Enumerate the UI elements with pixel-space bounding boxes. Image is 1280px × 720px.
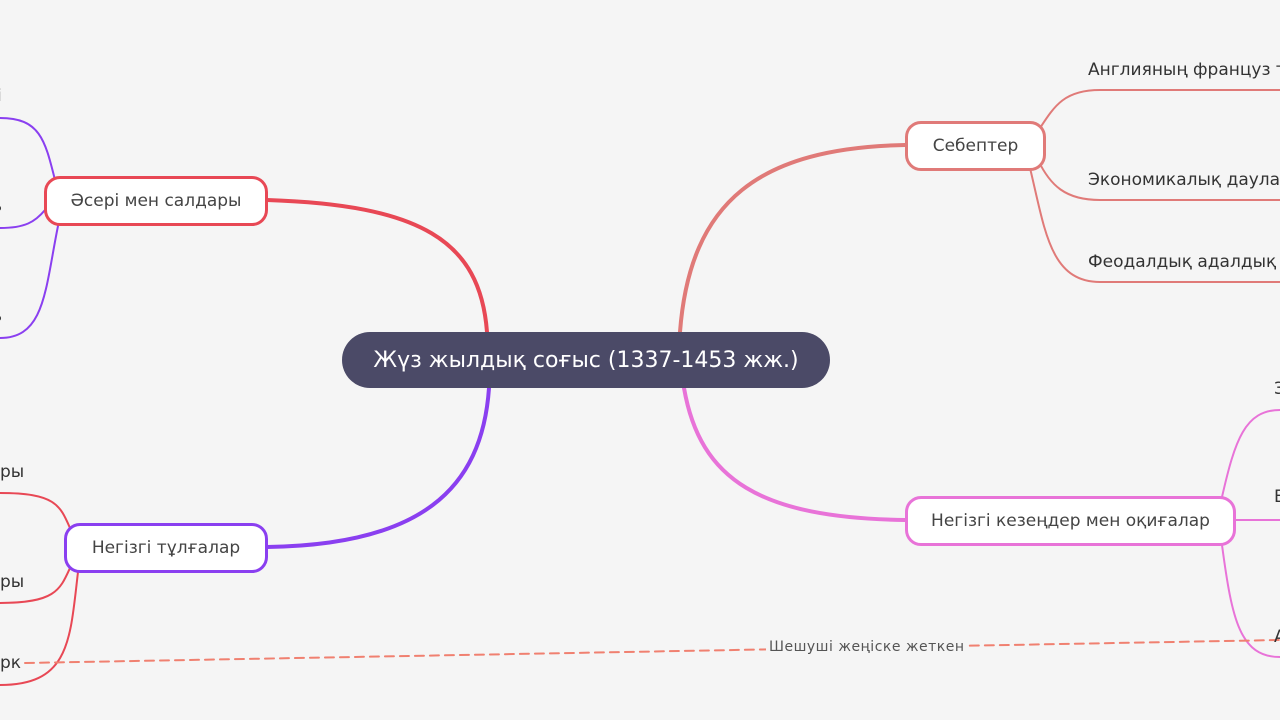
subtopic-events-2[interactable]: Б xyxy=(1274,487,1280,507)
edge-figures-3 xyxy=(0,571,79,686)
edge-figures-2 xyxy=(0,567,71,604)
topic-causes-label: Себептер xyxy=(932,136,1019,156)
subtopic-events-1[interactable]: З xyxy=(1274,379,1280,399)
topic-events[interactable]: Негізгі кезеңдер мен оқиғалар xyxy=(905,496,1236,546)
topic-events-label: Негізгі кезеңдер мен оқиғалар xyxy=(931,511,1210,531)
subtopic-figures-3[interactable]: рк xyxy=(0,653,22,673)
topic-causes[interactable]: Себептер xyxy=(905,121,1046,171)
edge-figures-1 xyxy=(0,492,71,529)
subtopic-effects-2[interactable]: ь xyxy=(0,196,2,216)
topic-figures-label: Негізгі тұлғалар xyxy=(91,538,241,558)
edge-center-figures xyxy=(265,386,491,549)
subtopic-figures-2[interactable]: ры xyxy=(0,572,25,592)
subtopic-causes-1[interactable]: Англияның француз т xyxy=(1088,60,1280,80)
subtopic-effects-3[interactable]: ь xyxy=(0,306,2,326)
topic-figures[interactable]: Негізгі тұлғалар xyxy=(64,523,268,573)
edge-center-effects xyxy=(265,198,489,334)
relation-label[interactable]: Шешуші жеңіске жеткен xyxy=(766,639,968,655)
subtopic-causes-2[interactable]: Экономикалық даулар xyxy=(1088,170,1280,190)
central-topic[interactable]: Жүз жылдық соғыс (1337-1453 жж.) xyxy=(342,332,830,388)
subtopic-causes-3[interactable]: Феодалдық адалдық xyxy=(1088,252,1277,272)
subtopic-figures-1[interactable]: ры xyxy=(0,462,25,482)
edge-causes-3 xyxy=(1029,167,1280,283)
edge-causes-2 xyxy=(1037,159,1280,201)
edge-causes-1 xyxy=(1039,89,1280,129)
edge-effects-2 xyxy=(0,209,46,229)
topic-effects[interactable]: Әсері мен салдары xyxy=(44,176,268,226)
subtopic-effects-1[interactable]: і xyxy=(0,86,2,106)
subtopic-events-3[interactable]: А xyxy=(1274,627,1280,647)
central-topic-label: Жүз жылдық соғыс (1337-1453 жж.) xyxy=(373,347,799,373)
relation-dashed-line xyxy=(24,639,1280,664)
topic-effects-label: Әсері мен салдары xyxy=(70,191,242,211)
edge-effects-1 xyxy=(0,117,56,181)
edge-center-causes xyxy=(678,143,907,334)
edge-center-events xyxy=(682,386,907,522)
edge-events-1 xyxy=(1221,409,1280,498)
edge-events-3 xyxy=(1221,544,1280,658)
edge-effects-3 xyxy=(0,225,59,339)
